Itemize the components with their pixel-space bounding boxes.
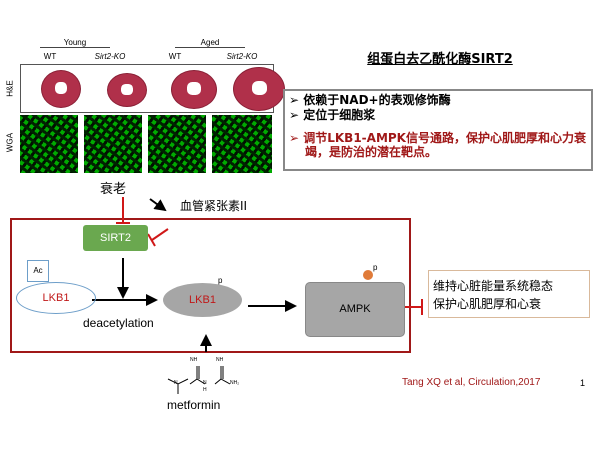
bullet-item: ➢ 调节LKB1-AMPK信号通路，保护心肌肥厚和心力衰竭，是防治的潜在靶点。	[289, 131, 586, 159]
lkb1-acetylated-node: LKB1	[16, 282, 96, 314]
deacetylation-label: deacetylation	[83, 316, 154, 330]
metformin-label: metformin	[167, 398, 221, 412]
ampk-node: AMPK	[305, 282, 405, 337]
nh-label: NH	[216, 357, 224, 363]
wga-image	[20, 115, 78, 173]
wga-image	[84, 115, 142, 173]
page-number: 1	[580, 378, 586, 388]
aging-arrow	[149, 198, 167, 212]
col-ko-young: Sirt2-KO	[94, 52, 126, 61]
p-label: p	[373, 263, 378, 272]
n-label: N	[174, 380, 178, 386]
phospho-dot	[363, 270, 373, 280]
wga-image	[212, 115, 272, 173]
ac-tag: Ac	[27, 260, 49, 282]
nh-label: NH	[190, 357, 198, 363]
angiotensin-label: 血管紧张素II	[180, 199, 248, 213]
bullet-item: ➢ 依赖于NAD+的表观修饰酶	[289, 93, 451, 107]
group-aged: Aged	[175, 38, 245, 48]
h-label: H	[203, 387, 207, 393]
col-ko-aged: Sirt2-KO	[226, 52, 258, 61]
heart-image	[107, 73, 147, 107]
bullet-box: ➢ 依赖于NAD+的表观修饰酶 ➢ 定位于细胞浆 ➢ 调节LKB1-AMPK信号…	[283, 89, 593, 171]
nh2-label: NH₂	[230, 380, 240, 386]
outcome-box: 维持心脏能量系统稳态 保护心肌肥厚和心衰	[428, 270, 590, 318]
metformin-structure	[167, 366, 231, 394]
angiotensin-inhibit-line	[151, 228, 169, 241]
outcome-line: 保护心肌肥厚和心衰	[433, 297, 542, 311]
aging-label: 衰老	[100, 182, 127, 197]
group-young: Young	[40, 38, 110, 48]
p-label: p	[218, 276, 223, 285]
outcome-line: 维持心脏能量系统稳态	[433, 279, 554, 293]
heart-image	[171, 70, 217, 109]
heart-image	[41, 70, 81, 108]
lkb1-phospho-node: LKB1	[163, 283, 242, 317]
wga-image	[148, 115, 206, 173]
cell-box	[10, 218, 411, 353]
col-wt-young: WT	[43, 52, 57, 61]
citation: Tang XQ et al, Circulation,2017	[402, 377, 541, 388]
bullet-text: 定位于细胞浆	[303, 108, 376, 122]
bullet-item: ➢ 定位于细胞浆	[289, 108, 376, 122]
col-wt-aged: WT	[168, 52, 182, 61]
sirt2-node: SIRT2	[83, 225, 148, 251]
bullet-text: 依赖于NAD+的表观修饰酶	[303, 93, 451, 107]
page-title: 组蛋白去乙酰化酶SIRT2	[367, 52, 513, 67]
bullet-text: 调节LKB1-AMPK信号通路，保护心肌肥厚和心力衰竭，是防治的潜在靶点。	[303, 131, 586, 159]
n-label: N	[203, 380, 207, 386]
